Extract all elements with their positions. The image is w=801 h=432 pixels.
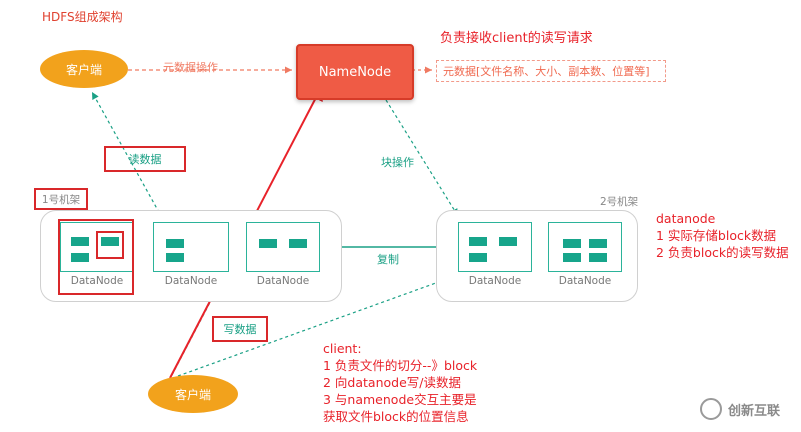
datanode-4: DataNode <box>458 222 532 287</box>
block-highlight <box>96 231 124 259</box>
datanode-2-label: DataNode <box>164 275 218 287</box>
datanode-1-label: DataNode <box>70 275 124 287</box>
meta-op-label: 元数据操作 <box>163 61 218 74</box>
rack2-label: 2号机架 <box>600 196 639 208</box>
block-op-label: 块操作 <box>381 156 414 169</box>
datanode-3-label: DataNode <box>256 275 310 287</box>
datanode-note-1: 1 实际存储block数据 <box>656 228 777 243</box>
write-arrow-2 <box>177 274 459 377</box>
datanode-notes: datanode 1 实际存储block数据 2 负责block的读写数据 <box>656 210 789 261</box>
datanode-5: DataNode <box>548 222 622 287</box>
watermark-logo-icon <box>700 398 722 420</box>
rack1-label: 1号机架 <box>41 193 81 206</box>
namenode-description: 负责接收client的读写请求 <box>440 31 593 46</box>
datanode-4-label: DataNode <box>468 275 522 287</box>
datanode-1: DataNode <box>60 222 134 287</box>
read-arrow <box>91 91 166 224</box>
datanode-note-0: datanode <box>656 211 716 226</box>
metadata-box: 元数据[文件名称、大小、副本数、位置等] <box>436 60 666 82</box>
write-data-text: 写数据 <box>223 323 257 336</box>
client-bottom-label: 客户端 <box>174 387 211 402</box>
client-note-0: client: <box>323 341 362 356</box>
read-data-text: 读数据 <box>128 153 162 166</box>
datanode-note-2: 2 负责block的读写数据 <box>656 245 789 260</box>
namenode-label: NameNode <box>318 64 392 80</box>
namenode-box: NameNode <box>296 44 414 100</box>
datanode-1-highlight <box>58 219 134 295</box>
client-top-label: 客户端 <box>65 62 102 77</box>
client-note-3: 3 与namenode交互主要是 <box>323 392 477 407</box>
block-op-arrow <box>385 99 459 217</box>
datanode-3: DataNode <box>246 222 320 287</box>
datanode-5-label: DataNode <box>558 275 612 287</box>
client-note-4: 获取文件block的位置信息 <box>323 409 469 424</box>
watermark-text: 创新互联 <box>728 404 781 419</box>
replicate-label: 复制 <box>377 253 399 266</box>
datanode-2: DataNode <box>153 222 229 287</box>
read-data-label: 读数据 <box>104 146 186 172</box>
client-note-2: 2 向datanode写/读数据 <box>323 375 461 390</box>
rack1-label-box: 1号机架 <box>34 188 88 210</box>
client-notes: client: 1 负责文件的切分--》block 2 向datanode写/读… <box>323 340 477 425</box>
client-bottom: 客户端 <box>148 375 238 413</box>
client-top: 客户端 <box>40 50 128 88</box>
diagram-title: HDFS组成架构 <box>42 10 123 24</box>
client-note-1: 1 负责文件的切分--》block <box>323 358 478 373</box>
metadata-label: 元数据[文件名称、大小、副本数、位置等] <box>443 65 650 78</box>
write-data-label: 写数据 <box>212 316 268 342</box>
